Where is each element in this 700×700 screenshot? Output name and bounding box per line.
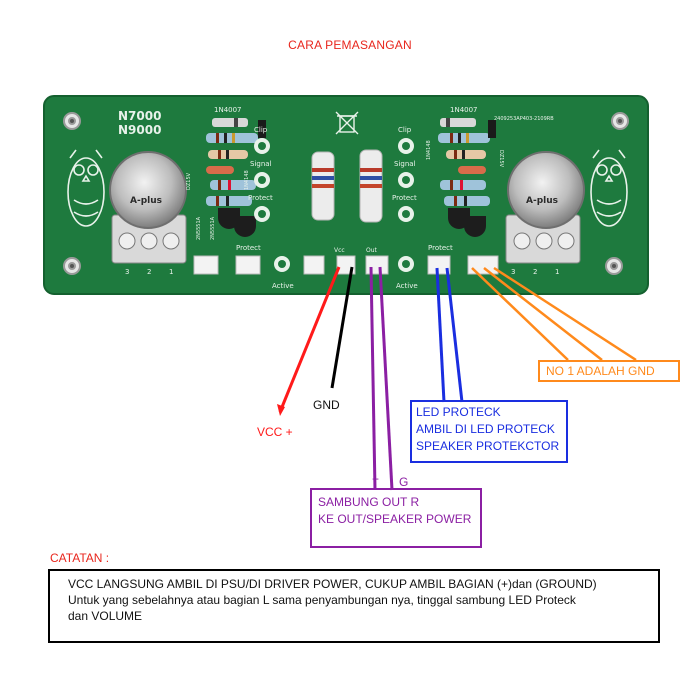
diode-label-left: 1N4007 bbox=[214, 106, 242, 114]
vcc-label: VCC + bbox=[257, 425, 293, 439]
silk-protect-conn-left: Protect bbox=[236, 244, 261, 252]
led-protect-wires bbox=[435, 267, 464, 403]
silk-signal-right: Signal bbox=[394, 160, 416, 168]
silk-protect-conn-right: Protect bbox=[428, 244, 453, 252]
note-line-3: dan VOLUME bbox=[68, 609, 143, 623]
gnd-note-text: NO 1 ADALAH GND bbox=[546, 364, 655, 378]
silk-out: Out bbox=[366, 247, 378, 254]
silk-q2: 2N5551A bbox=[210, 216, 216, 240]
owl-logo-left bbox=[67, 149, 105, 227]
led-protect-box: LED PROTECK AMBIL DI LED PROTECK SPEAKER… bbox=[410, 400, 568, 463]
pcb bbox=[44, 96, 648, 294]
out-box-line-1: SAMBUNG OUT R bbox=[318, 495, 420, 509]
serial-number: 2409253AP403-2109RB bbox=[494, 116, 554, 122]
silk-protect-left: Protect bbox=[248, 194, 273, 202]
page-title: CARA PEMASANGAN bbox=[288, 38, 412, 52]
silk-clip-right: Clip bbox=[398, 126, 412, 134]
silk-clip-left: Clip bbox=[254, 126, 268, 134]
silk-dz-left: DZ15V bbox=[186, 172, 192, 190]
power-resistors bbox=[311, 149, 383, 223]
led-box-line-1: LED PROTECK bbox=[416, 405, 501, 419]
gnd-note-box: NO 1 ADALAH GND bbox=[538, 360, 680, 382]
note-heading: CATATAN : bbox=[50, 551, 110, 565]
silk-1n4148-left: 1N4148 bbox=[244, 170, 250, 190]
note-box: VCC LANGSUNG AMBIL DI PSU/DI DRIVER POWE… bbox=[48, 569, 660, 643]
vcc-wire-arrowhead bbox=[277, 404, 285, 416]
pot-pin-3-left: 3 bbox=[125, 268, 129, 276]
out-box-line-2: KE OUT/SPEAKER POWER bbox=[318, 512, 472, 526]
silk-vcc: Vcc bbox=[334, 247, 345, 254]
pot-brand-left: A-plus bbox=[130, 196, 162, 206]
silk-q1: 2N5551A bbox=[196, 216, 202, 240]
silk-dz-right: DZ15V bbox=[498, 150, 504, 168]
pot-pin-3-right: 3 bbox=[511, 268, 515, 276]
connectors bbox=[193, 255, 499, 275]
mounting-holes bbox=[63, 112, 629, 275]
gnd-wire bbox=[330, 266, 354, 389]
silk-signal-left: Signal bbox=[250, 160, 272, 168]
volume-pot-right bbox=[505, 151, 585, 264]
g-label: G bbox=[399, 475, 409, 489]
pot-pin-1-left: 1 bbox=[169, 268, 173, 276]
gnd-label: GND bbox=[313, 398, 340, 412]
note-line-2: Untuk yang sebelahnya atau bagian L sama… bbox=[68, 593, 576, 607]
led-box-line-2: AMBIL DI LED PROTECK bbox=[416, 422, 555, 436]
led-box-line-3: SPEAKER PROTEKCTOR bbox=[416, 439, 560, 453]
volume-pot-left bbox=[109, 151, 187, 264]
components-right bbox=[438, 118, 496, 237]
vcc-wire bbox=[278, 266, 341, 413]
model-n9000: N9000 bbox=[118, 123, 161, 137]
pot-brand-right: A-plus bbox=[526, 196, 558, 206]
pot-pin-2-right: 2 bbox=[533, 268, 537, 276]
silk-active-left: Active bbox=[272, 282, 294, 290]
silk-protect-right: Protect bbox=[392, 194, 417, 202]
model-n7000: N7000 bbox=[118, 109, 161, 123]
out-wires bbox=[369, 266, 394, 491]
weee-bin-icon bbox=[335, 111, 359, 135]
owl-logo-right bbox=[590, 149, 628, 227]
silk-active-right: Active bbox=[396, 282, 418, 290]
out-speaker-box: SAMBUNG OUT R KE OUT/SPEAKER POWER bbox=[310, 488, 482, 548]
components-left bbox=[206, 118, 266, 237]
volume-wires bbox=[471, 266, 637, 362]
led-pads bbox=[254, 138, 414, 272]
pot-pin-2-left: 2 bbox=[147, 268, 151, 276]
note-line-1: VCC LANGSUNG AMBIL DI PSU/DI DRIVER POWE… bbox=[68, 577, 597, 591]
diode-label-right: 1N4007 bbox=[450, 106, 478, 114]
plus-label: + bbox=[372, 472, 380, 486]
silk-1n4148-right: 1N4148 bbox=[426, 140, 432, 160]
pot-pin-1-right: 1 bbox=[555, 268, 559, 276]
